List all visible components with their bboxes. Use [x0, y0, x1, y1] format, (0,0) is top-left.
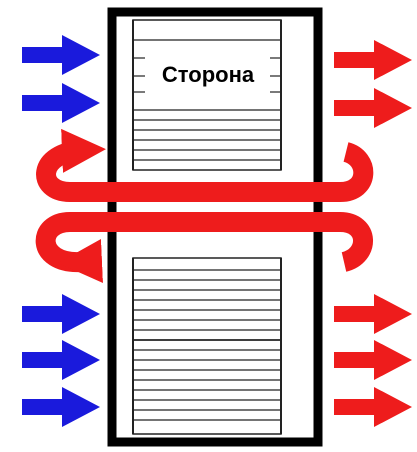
hot-air-outlet-arrows [334, 40, 412, 427]
cold-arrow-icon [22, 340, 100, 380]
hot-arrow-icon [334, 387, 412, 427]
cold-arrow-icon [22, 35, 100, 75]
recirculation-loop-upper [36, 128, 374, 202]
cold-arrow-icon [22, 294, 100, 334]
cold-air-inlet-arrows [22, 35, 100, 427]
hot-arrow-icon [334, 88, 412, 128]
lower-panel [132, 257, 282, 435]
side-label-backing [146, 56, 270, 92]
side-label: Сторона [162, 62, 255, 87]
hot-arrow-icon [334, 40, 412, 80]
cold-arrow-icon [22, 387, 100, 427]
cold-arrow-icon [22, 83, 100, 123]
upper-panel: Сторона [132, 19, 282, 171]
hot-arrow-icon [334, 340, 412, 380]
hot-arrow-icon [334, 294, 412, 334]
upper-panel-lines [133, 39, 281, 161]
recirculation-loop-lower [35, 212, 373, 284]
lower-panel-lines [133, 269, 281, 421]
